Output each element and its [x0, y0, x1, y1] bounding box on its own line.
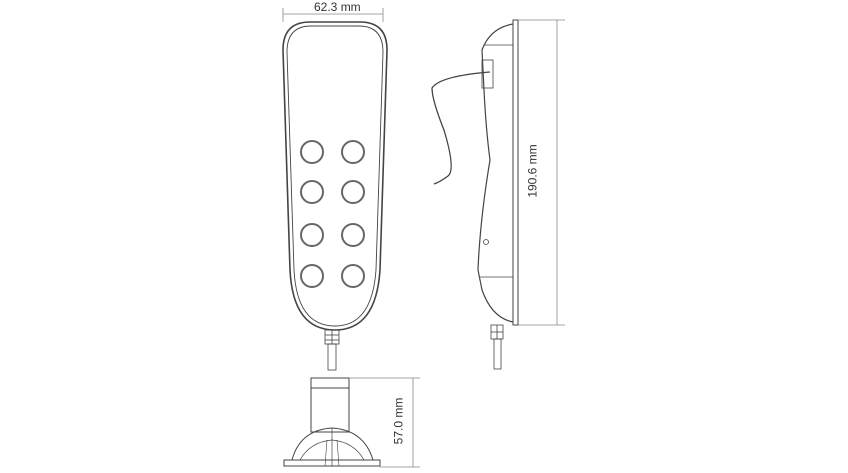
depth-label: 57.0 mm — [391, 397, 406, 445]
button-grid — [300, 140, 365, 288]
cable-side — [490, 324, 504, 370]
remote-bottom-view — [283, 377, 381, 467]
remote-front-view — [282, 21, 388, 371]
height-dimension-line — [518, 19, 565, 326]
width-label: 62.3 mm — [314, 0, 361, 14]
width-dimension-line — [282, 8, 384, 22]
cable-front — [324, 329, 340, 371]
depth-dimension-line — [349, 377, 420, 468]
height-label: 190.6 mm — [525, 144, 540, 198]
remote-side-view — [431, 19, 519, 370]
